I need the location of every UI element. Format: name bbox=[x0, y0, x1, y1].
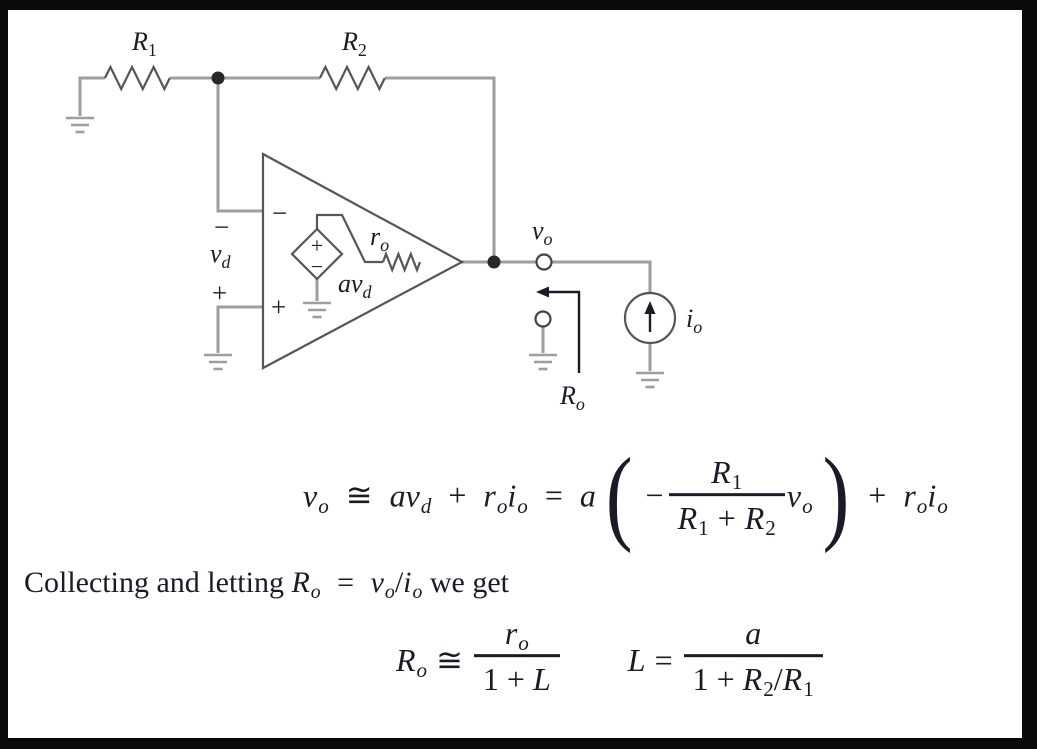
fraction-denominator: 1 + R2/R1 bbox=[683, 654, 823, 701]
opamp-triangle bbox=[261, 152, 465, 370]
source-minus-sign: − bbox=[311, 254, 323, 279]
gain-a2: a bbox=[579, 477, 596, 514]
vo-term: v bbox=[370, 566, 384, 599]
approx-sign: ≅ bbox=[436, 642, 463, 678]
Ro-sub: o bbox=[416, 657, 428, 682]
wire-r2-to-output bbox=[385, 76, 496, 262]
label-r1: R1 bbox=[131, 27, 157, 60]
junction-dot bbox=[487, 255, 501, 269]
opamp-noninverting-sign: + bbox=[271, 292, 286, 322]
ro2-sub: o bbox=[916, 493, 928, 518]
Ro-term: R bbox=[396, 641, 416, 678]
minus-sign: − bbox=[645, 477, 664, 514]
ground-icon bbox=[64, 116, 96, 134]
narrative-tail: we get bbox=[429, 566, 510, 599]
label-vo: vo bbox=[532, 216, 553, 249]
ro-probe-arrowhead bbox=[536, 286, 549, 298]
dependent-source-diamond bbox=[290, 227, 344, 281]
left-paren: ( bbox=[605, 438, 633, 555]
label-Ro: Ro bbox=[559, 381, 585, 414]
label-vd-minus: − bbox=[214, 212, 229, 242]
slash: / bbox=[394, 566, 404, 599]
opamp-inverting-sign: − bbox=[272, 198, 287, 228]
io-term: i bbox=[403, 566, 412, 599]
resistor-ro bbox=[381, 250, 422, 274]
label-io: io bbox=[686, 304, 702, 337]
right-paren: ) bbox=[822, 438, 850, 555]
probe-terminal bbox=[534, 310, 552, 328]
ground-icon bbox=[202, 353, 234, 371]
io-sub: o bbox=[412, 580, 423, 603]
vo2-term: v bbox=[786, 477, 802, 514]
resistor-r2 bbox=[319, 64, 386, 92]
wire-node-to-inverting-input bbox=[216, 78, 263, 213]
label-vd: vd bbox=[210, 239, 232, 272]
vo-sub: o bbox=[384, 580, 395, 603]
Ro-sub: o bbox=[310, 580, 321, 603]
io2-sub: o bbox=[937, 493, 948, 518]
ro-probe-arrow bbox=[548, 290, 581, 373]
wire-ground-to-r1 bbox=[78, 76, 105, 116]
opamp-output-resistance-circuit: R1 R2 − vd + − + + − avd ro vo io Ro bbox=[64, 27, 702, 414]
ground-icon bbox=[634, 371, 666, 389]
equals-sign: = bbox=[337, 566, 355, 599]
plus-sign-2: + bbox=[868, 477, 887, 514]
figure-paper: R1 R2 − vd + − + + − avd ro vo io Ro vo … bbox=[8, 10, 1022, 738]
plus-sign: + bbox=[448, 477, 467, 514]
label-vd-plus: + bbox=[212, 278, 227, 308]
wire-terminal-to-source bbox=[552, 260, 652, 293]
fraction-denominator: R1+R2 bbox=[668, 493, 785, 540]
fraction-numerator: a bbox=[745, 615, 762, 652]
ground-icon bbox=[527, 353, 559, 371]
wire-noninverting-input-to-ground bbox=[216, 305, 263, 353]
wire-source-to-ro bbox=[315, 213, 383, 264]
current-source-arrowhead bbox=[644, 301, 656, 314]
Ro-term: R bbox=[291, 566, 310, 599]
ro-sub: o bbox=[496, 493, 508, 518]
io-sub: o bbox=[517, 493, 528, 518]
io-term: i bbox=[507, 477, 517, 514]
vd-term: v bbox=[405, 477, 420, 514]
narrative-lead: Collecting and letting bbox=[24, 566, 284, 599]
ro-term: r bbox=[483, 477, 496, 514]
label-ro: ro bbox=[370, 222, 389, 255]
fraction-numerator: R1 bbox=[711, 454, 743, 495]
fraction-numerator: ro bbox=[504, 615, 529, 656]
wires bbox=[78, 76, 652, 371]
label-r2: R2 bbox=[341, 27, 367, 60]
L-term: L bbox=[627, 641, 646, 678]
source-plus-sign: + bbox=[311, 233, 323, 258]
ground-icon bbox=[301, 301, 333, 319]
current-source-circle bbox=[623, 291, 677, 345]
vo-term: v bbox=[303, 477, 318, 514]
label-avd: avd bbox=[338, 269, 373, 302]
vo2-sub: o bbox=[802, 493, 813, 518]
vo-sub: o bbox=[318, 493, 329, 518]
ro2-term: r bbox=[903, 477, 916, 514]
gain-a: a bbox=[389, 477, 406, 514]
equals-sign: = bbox=[544, 477, 563, 514]
junction-dot bbox=[211, 71, 225, 85]
vd-sub: d bbox=[420, 493, 432, 518]
narrative-text: Collecting and letting Ro = vo/io we get bbox=[24, 566, 510, 603]
equals-sign: = bbox=[654, 641, 673, 678]
approx-sign: ≅ bbox=[345, 477, 373, 514]
resistor-r1 bbox=[104, 64, 171, 92]
io2-term: i bbox=[927, 477, 937, 514]
output-terminal bbox=[535, 253, 553, 271]
fraction-denominator: 1 + L bbox=[473, 654, 560, 699]
